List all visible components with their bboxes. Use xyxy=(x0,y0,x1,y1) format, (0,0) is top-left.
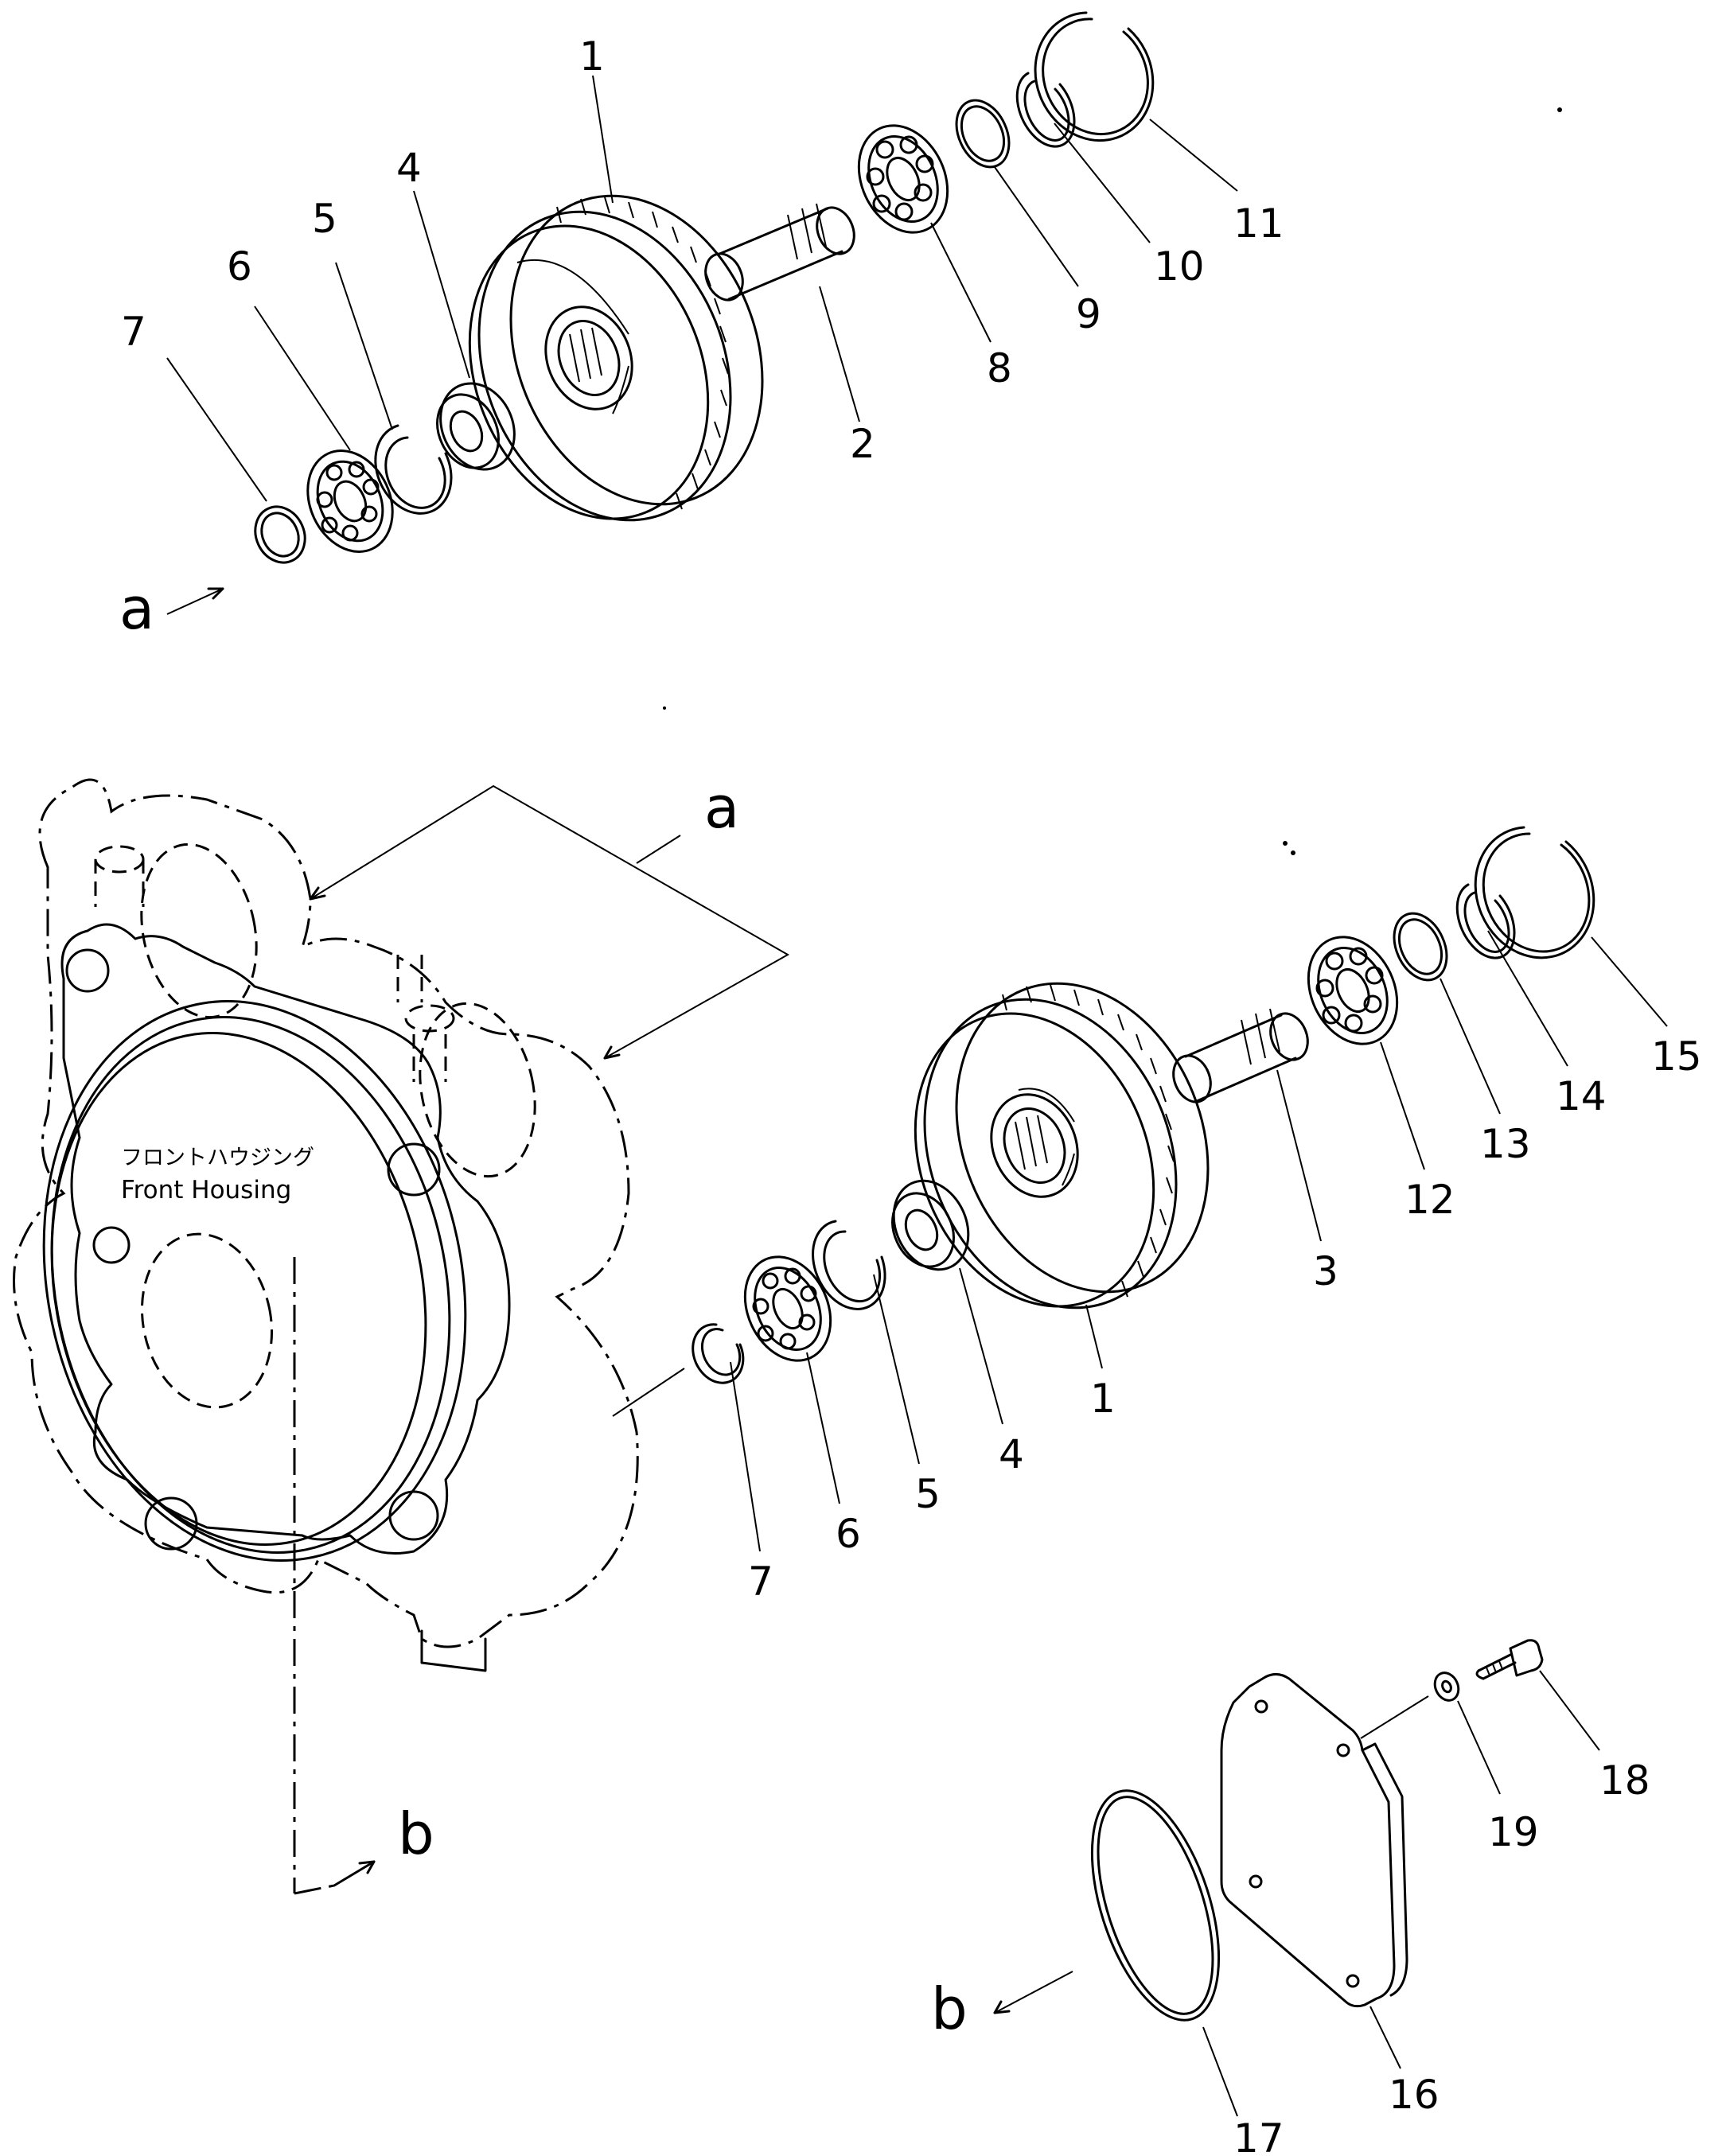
callout-6-upper: 6 xyxy=(227,243,252,290)
housing-label-en: Front Housing xyxy=(121,1176,291,1204)
upper-snap-ring-10 xyxy=(1015,72,1076,148)
upper-snap-ring-11 xyxy=(1034,11,1155,142)
cover-plate-16 xyxy=(1220,1673,1408,2008)
callout-19: 19 xyxy=(1488,1809,1539,1855)
callout-8-upper: 8 xyxy=(987,345,1012,391)
ref-a-upper: a xyxy=(119,575,154,642)
upper-snap-ring-7 xyxy=(254,505,306,564)
callout-9-upper: 9 xyxy=(1076,291,1101,337)
callout-4-upper: 4 xyxy=(396,145,422,191)
upper-gear-assembly xyxy=(166,11,1238,615)
lower-snap-ring-15 xyxy=(1474,826,1595,959)
o-ring-17 xyxy=(1090,1789,1221,2022)
lower-ring-13 xyxy=(1393,912,1448,982)
upper-collar-4 xyxy=(436,382,516,471)
front-housing: フロントハウジング Front Housing xyxy=(13,778,790,1895)
callout-12-lower: 12 xyxy=(1404,1177,1455,1223)
lower-callouts: 1 3 4 5 6 7 12 13 14 15 xyxy=(748,1033,1702,1605)
callout-15-lower: 15 xyxy=(1651,1033,1702,1080)
callout-1-lower: 1 xyxy=(1090,1376,1116,1422)
upper-shaft-2 xyxy=(704,203,855,302)
lower-snap-ring-7 xyxy=(692,1323,745,1384)
housing-label-jp: フロントハウジング xyxy=(121,1146,314,1170)
lower-snap-ring-14 xyxy=(1455,883,1516,959)
upper-bearing-8 xyxy=(857,124,949,234)
callout-10-upper: 10 xyxy=(1154,243,1205,290)
callout-5-lower: 5 xyxy=(915,1471,941,1517)
cover-callouts: 16 17 18 19 b xyxy=(931,1757,1650,2156)
lower-snap-ring-5 xyxy=(812,1220,886,1310)
lower-gear-1 xyxy=(914,982,1210,1310)
lower-shaft-3 xyxy=(1172,1008,1309,1103)
lower-gear-assembly xyxy=(692,826,1668,1552)
callout-13-lower: 13 xyxy=(1480,1121,1531,1167)
upper-callouts: 1 2 4 5 6 7 8 9 10 11 a xyxy=(119,33,1284,642)
callout-7-upper: 7 xyxy=(121,309,146,355)
callout-14-lower: 14 xyxy=(1556,1073,1607,1119)
cover-assembly xyxy=(993,1639,1600,2117)
ref-a-lower: a xyxy=(704,774,739,841)
upper-snap-ring-5 xyxy=(374,424,453,515)
upper-bearing-6 xyxy=(306,449,394,553)
callout-17: 17 xyxy=(1233,2115,1284,2156)
upper-ring-9 xyxy=(955,99,1011,169)
upper-gear-1 xyxy=(468,194,764,522)
callout-2-upper: 2 xyxy=(850,421,875,467)
lower-bearing-12 xyxy=(1307,936,1399,1045)
callout-3-lower: 3 xyxy=(1313,1248,1338,1294)
ref-b-housing: b xyxy=(398,1800,434,1867)
washer-19 xyxy=(1433,1671,1460,1702)
callout-1-upper: 1 xyxy=(579,33,605,80)
callout-16: 16 xyxy=(1389,2072,1440,2118)
lower-bearing-6 xyxy=(743,1255,832,1362)
callout-7-lower: 7 xyxy=(748,1559,773,1605)
ref-b-cover: b xyxy=(931,1975,968,2042)
lower-collar-4 xyxy=(891,1179,970,1271)
callout-18: 18 xyxy=(1599,1757,1650,1804)
callout-5-upper: 5 xyxy=(312,196,337,242)
bolt-18 xyxy=(1475,1639,1544,1680)
callout-4-lower: 4 xyxy=(999,1431,1024,1477)
callout-11-upper: 11 xyxy=(1233,200,1284,247)
callout-6-lower: 6 xyxy=(836,1511,861,1557)
